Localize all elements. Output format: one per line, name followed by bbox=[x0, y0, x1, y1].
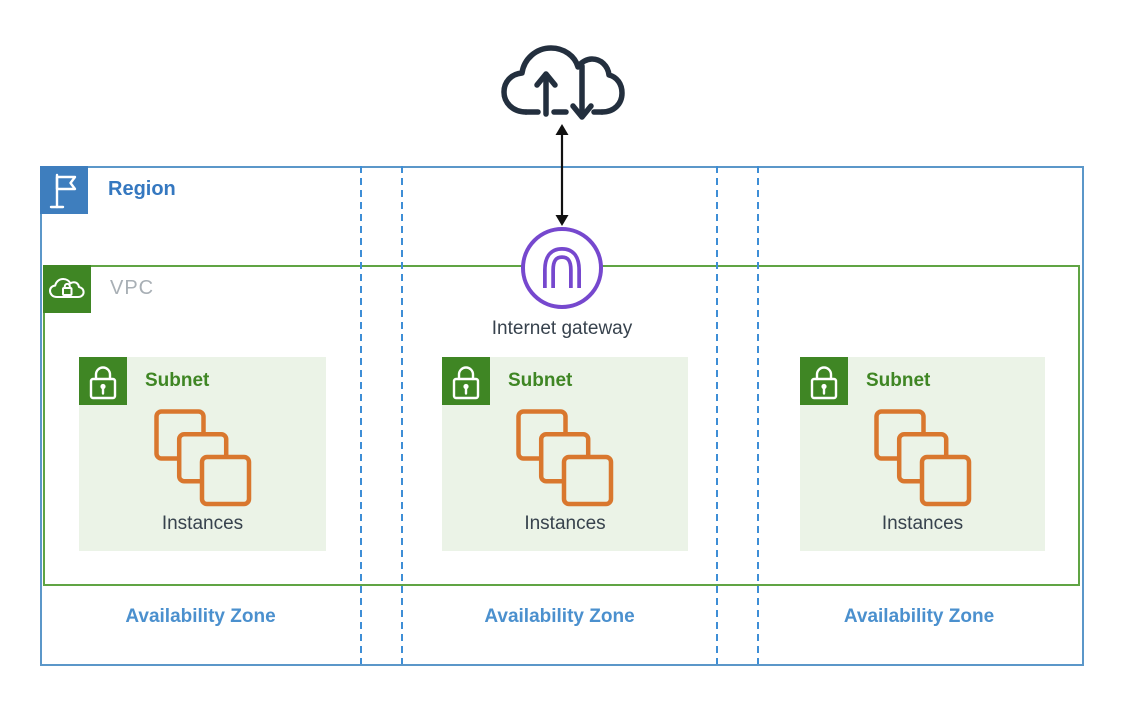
az-separator-dashed-line bbox=[401, 166, 403, 664]
instances-stacked-squares-icon bbox=[873, 409, 971, 507]
instances-stacked-squares-icon bbox=[516, 409, 614, 507]
internet-gateway-icon bbox=[521, 227, 603, 309]
availability-zone-label: Availability Zone bbox=[843, 606, 995, 627]
internet-cloud-icon bbox=[501, 45, 625, 120]
subnet-lock-icon bbox=[79, 357, 127, 405]
subnet-label: Subnet bbox=[145, 370, 210, 391]
instances-label: Instances bbox=[524, 513, 606, 534]
availability-zone-label: Availability Zone bbox=[125, 606, 276, 627]
az-separator-dashed-line bbox=[716, 166, 718, 664]
subnet-label: Subnet bbox=[508, 370, 573, 391]
availability-zone-label: Availability Zone bbox=[484, 606, 635, 627]
vpc-label: VPC bbox=[110, 277, 155, 299]
internet-gateway-label: Internet gateway bbox=[491, 318, 633, 339]
az-separator-dashed-line bbox=[757, 166, 759, 664]
vpc-cloud-lock-icon bbox=[43, 265, 91, 313]
subnet-box: Subnet Instances bbox=[800, 357, 1045, 551]
subnet-box: Subnet Instances bbox=[79, 357, 326, 551]
instances-stacked-squares-icon bbox=[153, 409, 251, 507]
subnet-box: Subnet Instances bbox=[442, 357, 688, 551]
instances-label: Instances bbox=[881, 513, 964, 534]
subnet-lock-icon bbox=[800, 357, 848, 405]
subnet-lock-icon bbox=[442, 357, 490, 405]
subnet-label: Subnet bbox=[866, 370, 931, 391]
region-flag-icon bbox=[40, 166, 88, 214]
region-label: Region bbox=[108, 178, 176, 200]
instances-label: Instances bbox=[161, 513, 244, 534]
az-separator-dashed-line bbox=[360, 166, 362, 664]
double-headed-arrow-icon bbox=[555, 124, 569, 226]
